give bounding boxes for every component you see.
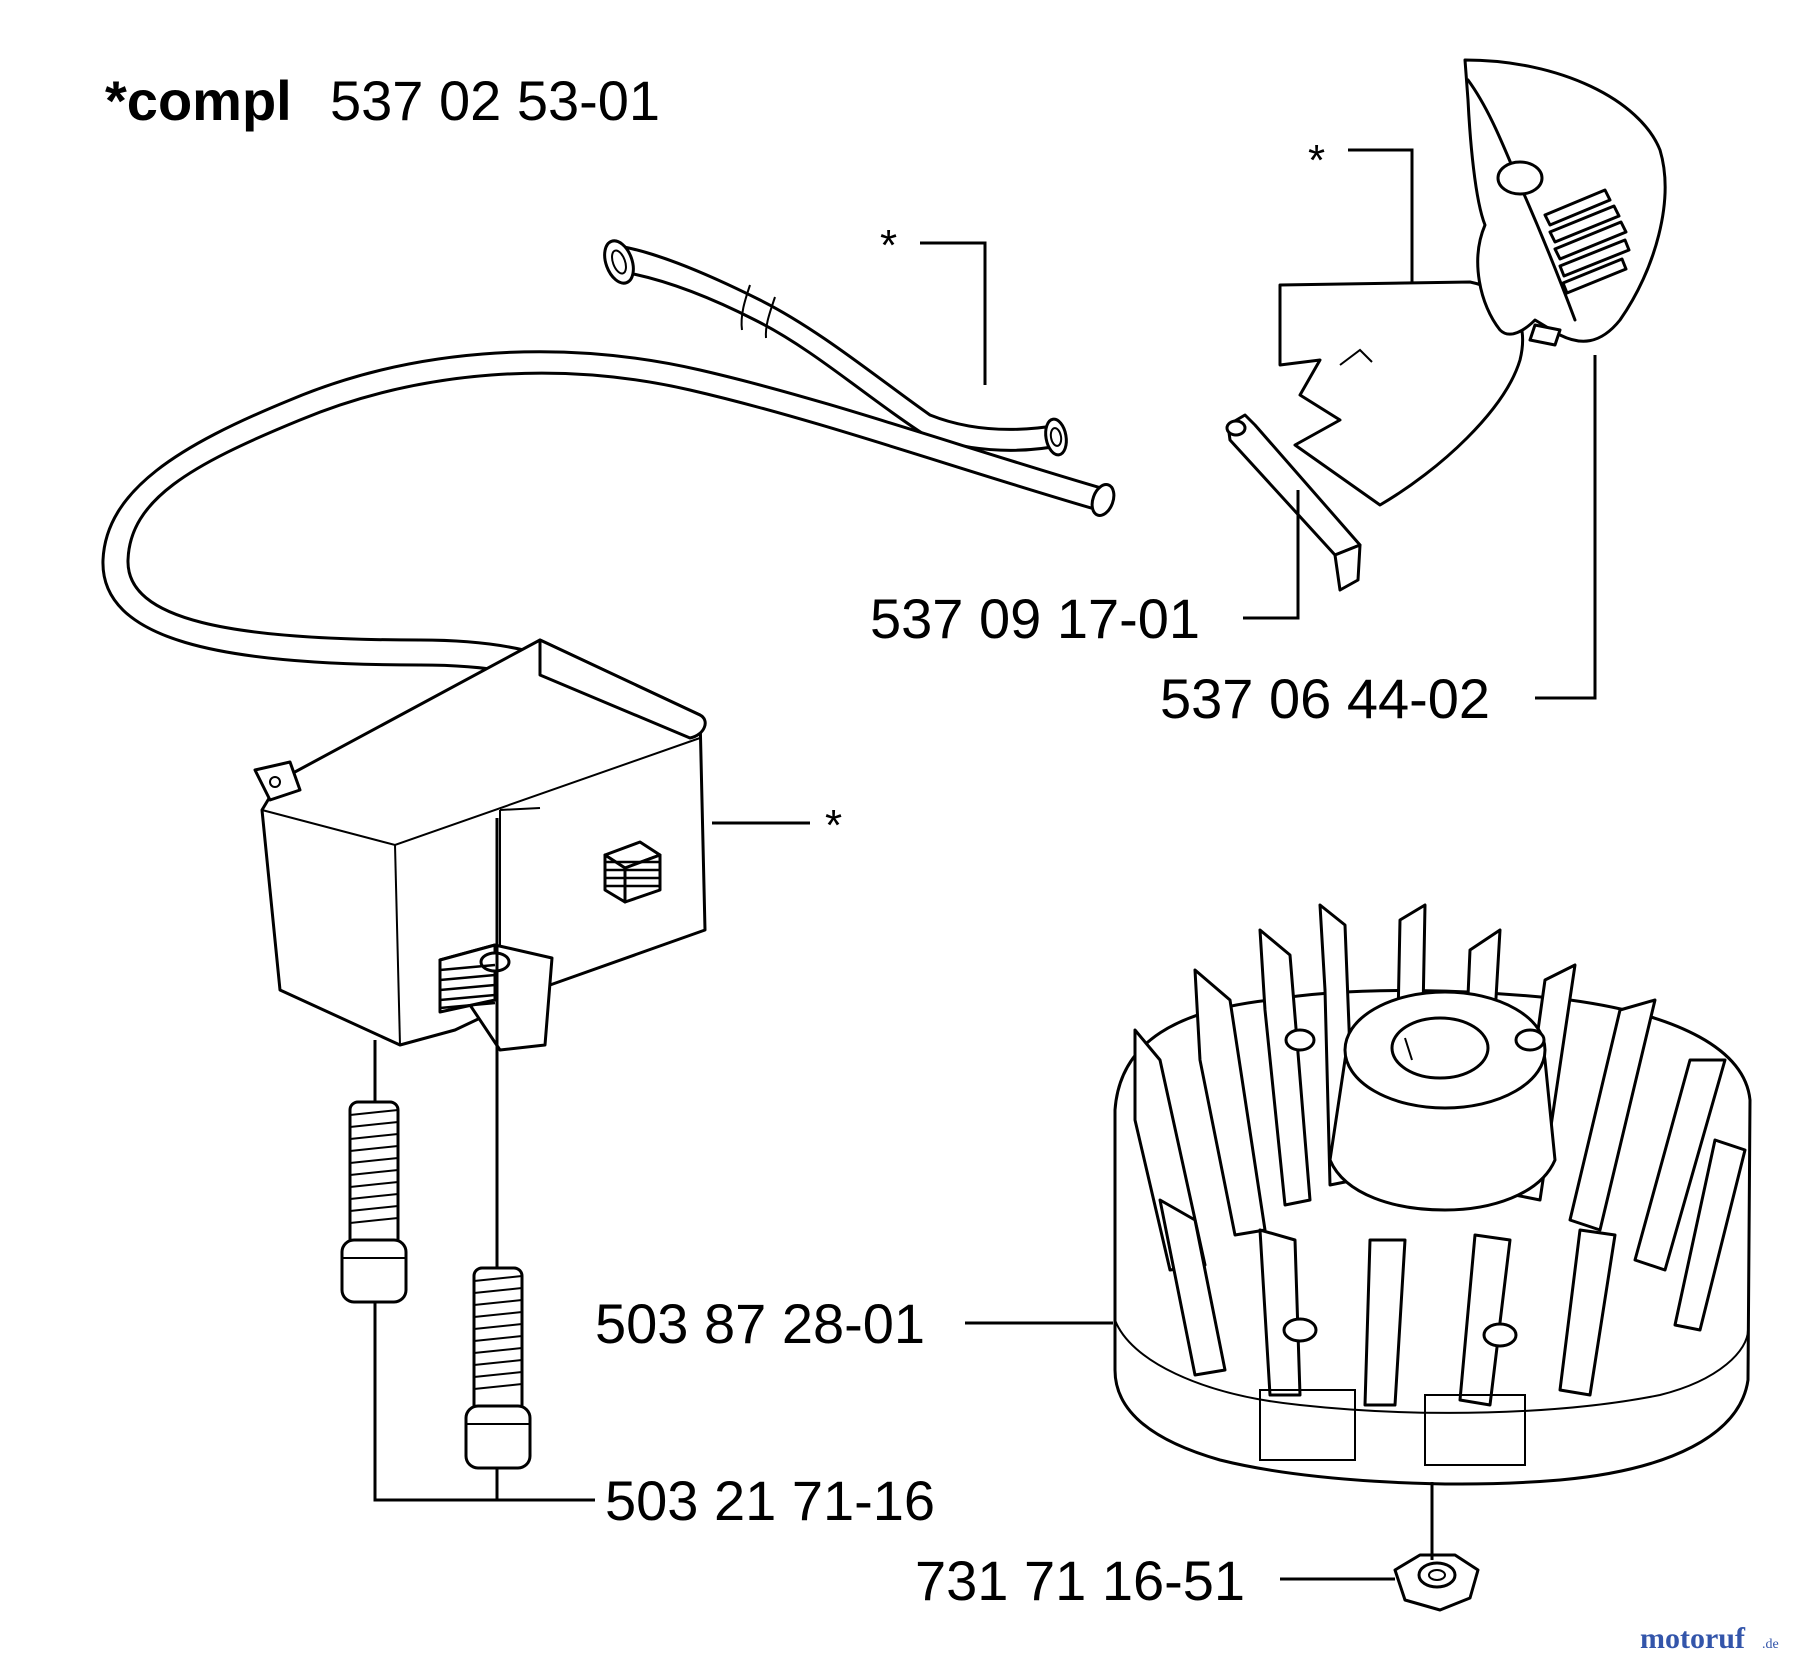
watermark-logo: motoruf .de (1640, 1622, 1779, 1655)
leader-nut (1280, 1482, 1434, 1581)
pn-screws: 503 21 71-16 (605, 1469, 935, 1532)
svg-text:.de: .de (1762, 1637, 1779, 1652)
flywheel (1113, 903, 1752, 1486)
flywheel-nut (1393, 1553, 1480, 1612)
asterisk-cover-plate: * (1308, 136, 1325, 185)
leader-cover-plate (1348, 148, 1414, 282)
pn-cover: 537 06 44-02 (1160, 667, 1490, 730)
header-number: 537 02 53-01 (330, 69, 660, 132)
asterisk-hose: * (880, 221, 897, 270)
leader-screws (373, 818, 595, 1502)
svg-text:motoruf: motoruf (1640, 1622, 1746, 1655)
leader-hose (920, 241, 987, 385)
strap-clip (1225, 413, 1362, 592)
header-compl: *compl (105, 69, 292, 132)
screw-right (464, 1266, 532, 1470)
tank-vent-cube (603, 840, 662, 904)
cover-plate (1278, 280, 1525, 507)
pn-flywheel: 503 87 28-01 (595, 1292, 925, 1355)
shaped-cover (1463, 58, 1667, 347)
leader-strap (1243, 490, 1300, 620)
pn-strap: 537 09 17-01 (870, 587, 1200, 650)
leader-cover (1535, 355, 1597, 700)
cover-vent-slots (1543, 188, 1631, 295)
pn-nut: 731 71 16-51 (915, 1549, 1245, 1612)
fuel-tank (253, 638, 707, 1052)
fuel-tube-long (101, 350, 1116, 722)
asterisk-tank: * (825, 801, 842, 850)
fuel-hose-short (603, 239, 1068, 457)
screw-left (340, 1100, 408, 1304)
